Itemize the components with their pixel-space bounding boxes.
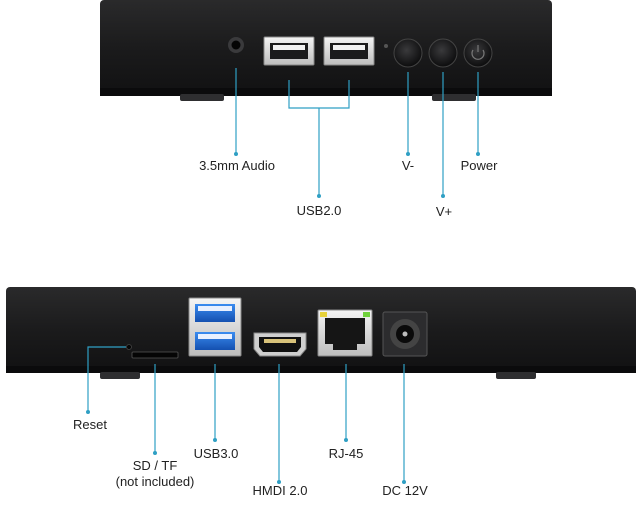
- label-sd-line2: (not included): [115, 474, 195, 489]
- rubber-foot: [496, 372, 536, 379]
- rubber-foot: [100, 372, 140, 379]
- label-power: Power: [460, 158, 498, 173]
- label-sd-tf: SD / TF (not included): [100, 458, 210, 490]
- usb3-port-stack: [188, 297, 242, 357]
- label-dc: DC 12V: [382, 483, 428, 498]
- reset-hole: [126, 344, 132, 350]
- rubber-foot: [432, 94, 476, 101]
- sd-card-slot: [131, 351, 179, 359]
- label-usb3: USB3.0: [193, 446, 239, 461]
- label-audio: 3.5mm Audio: [199, 158, 275, 173]
- front-panel-device: [100, 0, 552, 101]
- power-button: [463, 38, 493, 68]
- usb2-port-left: [263, 36, 315, 66]
- label-sd-line1: SD / TF: [132, 458, 178, 473]
- label-hdmi: HMDI 2.0: [252, 483, 308, 498]
- usb2-port-right: [323, 36, 375, 66]
- label-reset: Reset: [73, 417, 107, 432]
- audio-jack-port: [228, 37, 244, 53]
- rear-callout-lines: [86, 346, 406, 484]
- hdmi-port: [253, 332, 307, 357]
- rear-panel-device: [6, 287, 636, 379]
- vol-up-button: [428, 38, 458, 68]
- rj45-port: [317, 309, 373, 357]
- label-usb2: USB2.0: [296, 203, 342, 218]
- front-callout-lines: [234, 68, 480, 198]
- vol-down-button: [393, 38, 423, 68]
- label-rj45: RJ-45: [328, 446, 364, 461]
- label-vol-up: V+: [435, 204, 453, 219]
- label-vol-down: V-: [401, 158, 415, 173]
- dc-jack-port: [382, 311, 428, 357]
- led-indicator: [384, 44, 388, 48]
- rubber-foot: [180, 94, 224, 101]
